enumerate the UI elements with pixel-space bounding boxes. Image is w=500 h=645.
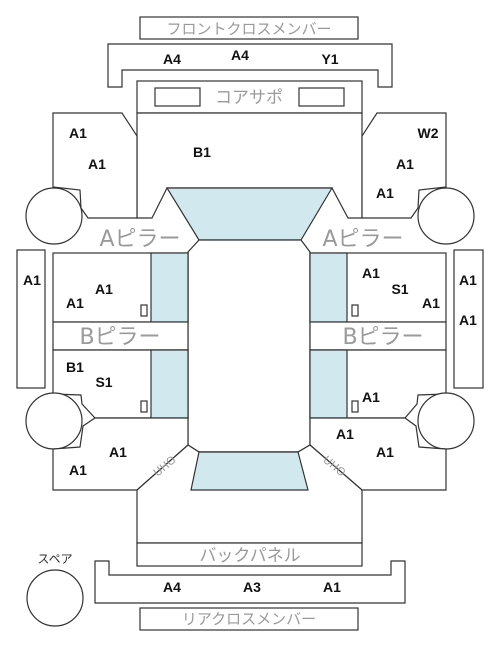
spare-label: スペア: [37, 552, 72, 566]
front-right-handle: [351, 304, 359, 317]
front-left-fender: [52, 112, 138, 219]
rear-left-wheel: [25, 392, 83, 450]
rear-left-code-1: A1: [109, 444, 127, 460]
left-sill-code: A1: [23, 272, 41, 288]
a-pillar-right-label: Aピラー: [322, 227, 403, 252]
front-right-wheel: [417, 187, 475, 245]
right-sill-code-2: A1: [459, 312, 477, 328]
rear-right-wheel: [417, 392, 475, 450]
rear-right-handle: [351, 400, 359, 413]
front-left-door-code-1: A1: [95, 281, 113, 297]
rear-left-window: [150, 349, 189, 419]
rear-left-quarter: [52, 417, 189, 491]
rear-window: [190, 451, 309, 491]
front-left-door-code-2: A1: [66, 295, 84, 311]
rear-left-code-2: A1: [69, 462, 87, 478]
front-right-door-code-2: S1: [391, 281, 408, 297]
front-member-code-2: A4: [231, 47, 249, 63]
front-member-bracket: [107, 43, 393, 88]
left-side-sill: [16, 249, 46, 389]
rear-member-code-3: A1: [323, 579, 341, 595]
front-left-wheel: [25, 187, 83, 245]
rear-right-quarter: [309, 417, 447, 491]
b-pillar-right-label: Bピラー: [342, 325, 423, 350]
rear-left-door-code-1: B1: [66, 359, 84, 375]
rear-member-code-2: A3: [243, 579, 261, 595]
front-left-handle: [140, 304, 148, 317]
rear-right-code-2: A1: [376, 444, 394, 460]
rear-member-bracket: [94, 560, 406, 604]
rear-cross-member-box: [139, 607, 359, 631]
core-support-left-slot: [154, 87, 201, 107]
front-left-code-2: A1: [88, 156, 106, 172]
front-cross-member-box: [139, 16, 359, 40]
rear-right-window: [309, 349, 348, 419]
front-left-code-1: A1: [69, 125, 87, 141]
front-center-code: B1: [193, 144, 211, 160]
core-support-label: コアサポ: [215, 88, 283, 108]
a-pillar-left-label: Aピラー: [99, 227, 180, 252]
front-left-window: [150, 252, 189, 323]
front-right-code-3: A1: [376, 185, 394, 201]
right-side-sill: [453, 249, 484, 389]
rear-left-door-code-2: S1: [95, 374, 112, 390]
roof-panel: [187, 239, 311, 453]
front-right-code-1: W2: [418, 125, 439, 141]
spare-tire: [26, 569, 84, 627]
rear-right-door-code: A1: [362, 389, 380, 405]
rear-left-handle: [140, 400, 148, 413]
b-pillar-right: [309, 321, 447, 351]
core-support-right-slot: [298, 87, 345, 107]
right-sill-code-1: A1: [459, 272, 477, 288]
back-panel-label: バックパネル: [199, 546, 300, 566]
rear-cross-member-label: リアクロスメンバー: [182, 610, 316, 628]
rear-right-code-1: A1: [336, 426, 354, 442]
front-right-door-code-3: A1: [422, 295, 440, 311]
front-right-window: [309, 252, 348, 323]
back-panel: [136, 542, 363, 567]
front-right-fender: [361, 112, 447, 219]
front-member-code-3: Y1: [321, 51, 338, 67]
b-pillar-left-label: Bピラー: [79, 325, 160, 350]
front-member-code-1: A4: [163, 51, 181, 67]
front-right-door-code-1: A1: [362, 265, 380, 281]
b-pillar-left: [52, 321, 189, 351]
front-right-code-2: A1: [396, 156, 414, 172]
rear-member-code-1: A4: [163, 579, 181, 595]
front-cross-member-label: フロントクロスメンバー: [166, 20, 331, 38]
windshield: [165, 187, 334, 241]
